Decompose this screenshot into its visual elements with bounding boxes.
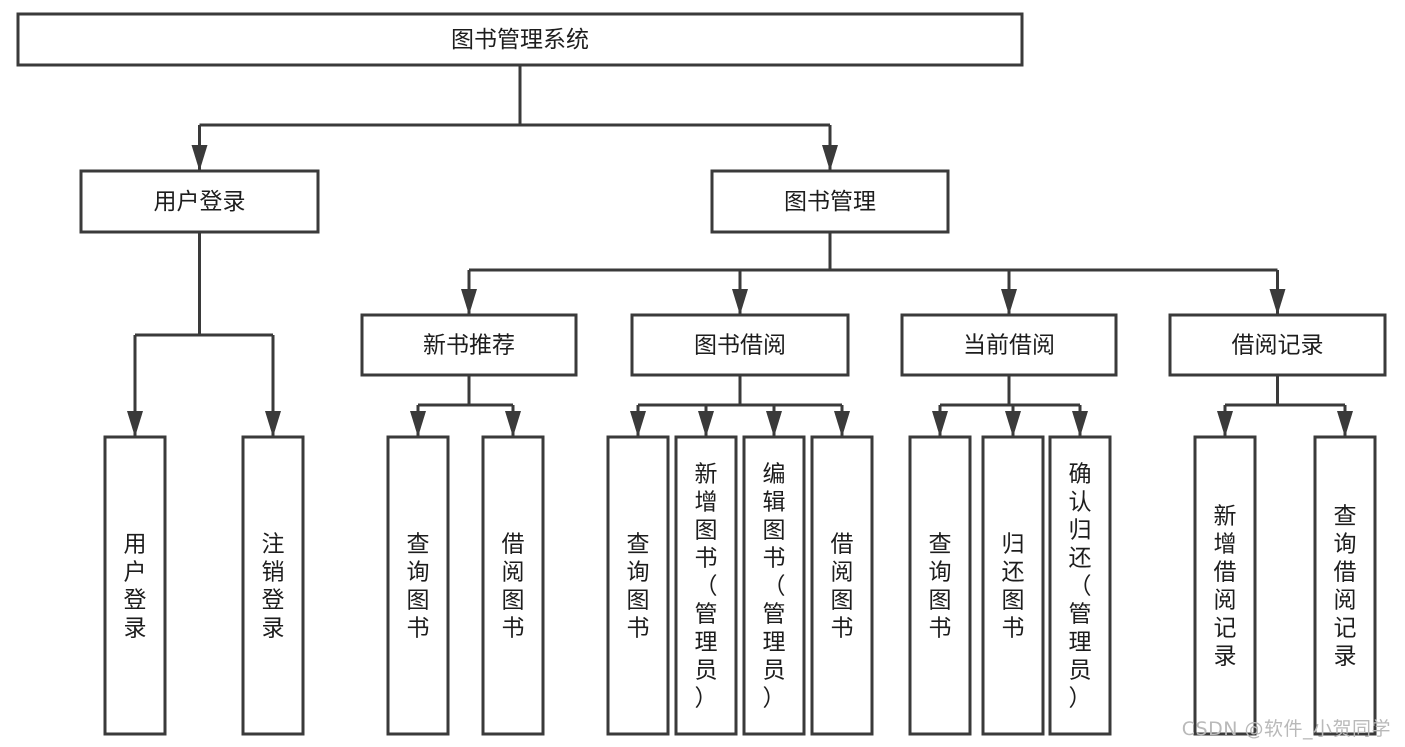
arrow-head-icon: [1001, 289, 1017, 315]
node-box[interactable]: [742, 435, 806, 736]
edge-group-user_login: [127, 232, 281, 437]
node-leaf-borrow-book-1[interactable]: 借阅图书: [481, 435, 545, 736]
node-leaf-borrow-book-2[interactable]: 借阅图书: [810, 435, 874, 736]
node-box[interactable]: [1313, 435, 1377, 736]
arrow-head-icon: [732, 289, 748, 315]
node-new-book-rec[interactable]: 新书推荐: [360, 313, 578, 377]
arrow-head-icon: [461, 289, 477, 315]
node-box[interactable]: [981, 435, 1045, 736]
node-box[interactable]: [481, 435, 545, 736]
arrow-head-icon: [191, 145, 208, 171]
node-box[interactable]: [674, 435, 738, 736]
node-book-manage[interactable]: 图书管理: [710, 169, 950, 234]
edge-group-current_borrow: [932, 375, 1088, 437]
connector-layer: [127, 65, 1353, 437]
arrow-head-icon: [766, 411, 782, 437]
node-layer: 图书管理系统用户登录图书管理新书推荐图书借阅当前借阅借阅记录用户登录注销登录查询…: [16, 12, 1387, 736]
arrow-head-icon: [1072, 411, 1088, 437]
node-label: 新增图书（管理员）: [695, 462, 718, 712]
arrow-head-icon: [265, 411, 281, 437]
node-leaf-query-book-2[interactable]: 查询图书: [606, 435, 670, 736]
node-label: 新书推荐: [423, 333, 515, 359]
node-leaf-query-book-3[interactable]: 查询图书: [908, 435, 972, 736]
node-label: 借阅图书: [502, 532, 525, 642]
node-label: 查询图书: [407, 532, 430, 642]
node-box[interactable]: [810, 435, 874, 736]
arrow-head-icon: [1005, 411, 1021, 437]
arrow-head-icon: [1217, 411, 1233, 437]
node-user-login[interactable]: 用户登录: [79, 169, 320, 234]
csdn-watermark: CSDN @软件_小贺同学: [1181, 718, 1391, 740]
node-box[interactable]: [79, 169, 320, 234]
arrow-head-icon: [932, 411, 948, 437]
node-label: 确认归还（管理员）: [1069, 462, 1092, 712]
edge-group-book_borrow: [630, 375, 850, 437]
node-label: 查询图书: [929, 532, 952, 642]
node-leaf-confirm-return[interactable]: 确认归还（管理员）: [1048, 435, 1112, 736]
node-leaf-add-book[interactable]: 新增图书（管理员）: [674, 435, 738, 736]
node-box[interactable]: [606, 435, 670, 736]
node-label: 查询借阅记录: [1334, 504, 1357, 670]
node-label: 编辑图书（管理员）: [763, 462, 786, 712]
node-label: 归还图书: [1002, 532, 1025, 642]
arrow-head-icon: [127, 411, 143, 437]
node-leaf-add-record[interactable]: 新增借阅记录: [1193, 435, 1257, 736]
node-box[interactable]: [241, 435, 305, 736]
edge-group-root: [191, 65, 838, 171]
node-book-borrow[interactable]: 图书借阅: [630, 313, 850, 377]
node-box[interactable]: [16, 12, 1024, 67]
node-box[interactable]: [1168, 313, 1387, 377]
node-borrow-record[interactable]: 借阅记录: [1168, 313, 1387, 377]
node-label: 用户登录: [154, 189, 246, 215]
arrow-head-icon: [1269, 289, 1286, 315]
node-root[interactable]: 图书管理系统: [16, 12, 1024, 67]
node-label: 新增借阅记录: [1214, 504, 1237, 670]
node-label: 借阅图书: [831, 532, 854, 642]
arrow-head-icon: [630, 411, 646, 437]
node-box[interactable]: [386, 435, 450, 736]
node-box[interactable]: [900, 313, 1118, 377]
node-label: 借阅记录: [1232, 333, 1324, 359]
node-leaf-edit-book[interactable]: 编辑图书（管理员）: [742, 435, 806, 736]
node-leaf-user-login[interactable]: 用户登录: [103, 435, 167, 736]
arrow-head-icon: [505, 411, 521, 437]
node-label: 图书借阅: [694, 333, 786, 359]
node-box[interactable]: [1048, 435, 1112, 736]
node-box[interactable]: [908, 435, 972, 736]
edge-group-new_book_rec: [410, 375, 521, 437]
node-box[interactable]: [630, 313, 850, 377]
node-box[interactable]: [360, 313, 578, 377]
node-leaf-return-book[interactable]: 归还图书: [981, 435, 1045, 736]
arrow-head-icon: [1337, 411, 1353, 437]
node-label: 当前借阅: [963, 333, 1055, 359]
arrow-head-icon: [834, 411, 850, 437]
node-box[interactable]: [1193, 435, 1257, 736]
node-label: 查询图书: [627, 532, 650, 642]
node-box[interactable]: [103, 435, 167, 736]
node-leaf-query-record[interactable]: 查询借阅记录: [1313, 435, 1377, 736]
arrow-head-icon: [698, 411, 714, 437]
node-label: 注销登录: [262, 532, 285, 642]
node-label: 图书管理: [784, 189, 876, 215]
arrow-head-icon: [822, 145, 838, 171]
node-leaf-logout[interactable]: 注销登录: [241, 435, 305, 736]
node-label: 用户登录: [124, 532, 147, 642]
arrow-head-icon: [410, 411, 426, 437]
node-leaf-query-book-1[interactable]: 查询图书: [386, 435, 450, 736]
node-box[interactable]: [710, 169, 950, 234]
node-current-borrow[interactable]: 当前借阅: [900, 313, 1118, 377]
node-label: 图书管理系统: [451, 27, 589, 53]
edge-group-book_manage: [461, 232, 1286, 315]
edge-group-borrow_record: [1217, 375, 1353, 437]
